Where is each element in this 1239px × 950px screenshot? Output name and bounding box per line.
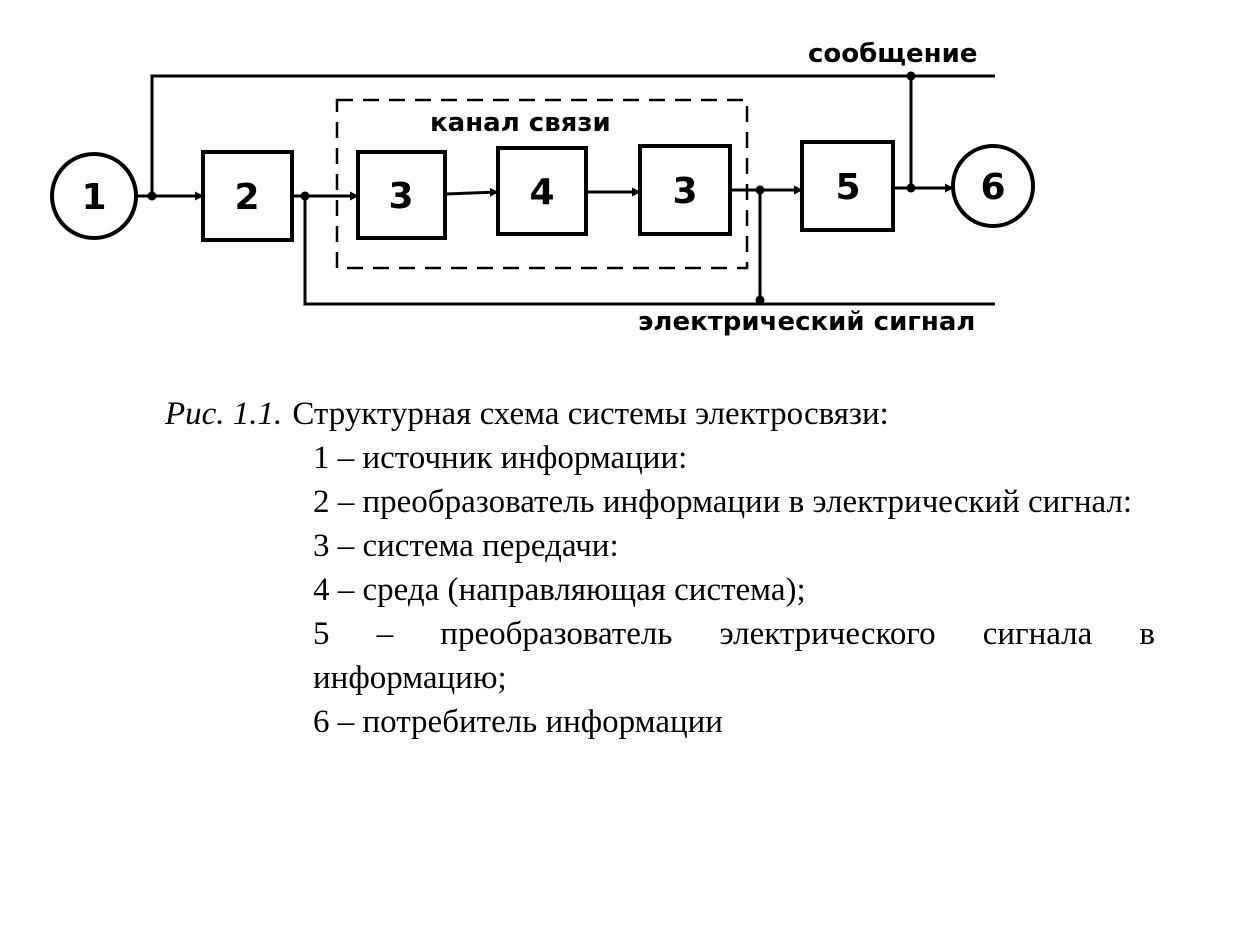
electric-signal-line xyxy=(303,196,995,306)
junction-dot-consumer xyxy=(906,183,916,193)
message-line xyxy=(150,74,995,196)
medium-block xyxy=(496,146,588,236)
legend-item: 5 – преобразователь электрического сигна… xyxy=(313,616,1155,696)
channel-label: канал связи xyxy=(430,108,611,138)
consumer-node xyxy=(951,144,1035,228)
converter-in-block-label: 2 xyxy=(234,177,259,218)
consumer-node-label: 6 xyxy=(980,167,1005,208)
legend-item: 1 – источник информации: xyxy=(313,440,688,476)
electric-signal-junction-dot xyxy=(755,295,765,305)
legend-list: 1 – источник информации: 2 – преобразова… xyxy=(313,436,1155,744)
converter-out-block xyxy=(800,140,895,232)
junction-dot-source xyxy=(147,191,157,201)
legend-item: 4 – среда (направляющая система); xyxy=(313,572,806,608)
figure-number: Рис. 1.1. xyxy=(165,396,283,432)
arrow-3-to-4 xyxy=(445,187,499,197)
medium-block-label: 4 xyxy=(529,172,554,213)
telecom-structure-diagram: 1 2 3 4 3 5 6 сообщение канал связи элек… xyxy=(50,39,1035,337)
caption-title: Структурная схема системы электросвязи: xyxy=(292,396,889,432)
figure-caption: Рис. 1.1.Структурная схема системы элект… xyxy=(165,392,1155,744)
channel-boundary xyxy=(335,98,749,270)
caption-heading: Рис. 1.1.Структурная схема системы элект… xyxy=(165,392,1155,436)
junction-dot-converter xyxy=(300,191,310,201)
transmit-system-b-block-label: 3 xyxy=(672,171,697,212)
source-node xyxy=(50,152,138,240)
transmit-system-b-block xyxy=(638,144,732,236)
legend-item: 3 – система передачи: xyxy=(313,528,619,564)
message-junction-dot xyxy=(906,71,916,81)
message-label: сообщение xyxy=(808,39,977,69)
source-node-label: 1 xyxy=(81,177,106,218)
electric-signal-label: электрический сигнал xyxy=(638,307,975,337)
transmit-system-a-block xyxy=(356,150,447,240)
legend-item: 2 – преобразователь информации в электри… xyxy=(313,484,1133,520)
converter-out-block-label: 5 xyxy=(835,167,860,208)
transmit-system-a-block-label: 3 xyxy=(388,176,413,217)
converter-in-block xyxy=(201,150,294,242)
legend-item: 6 – потребитель информации xyxy=(313,704,723,740)
junction-dot-channel-out xyxy=(755,185,765,195)
